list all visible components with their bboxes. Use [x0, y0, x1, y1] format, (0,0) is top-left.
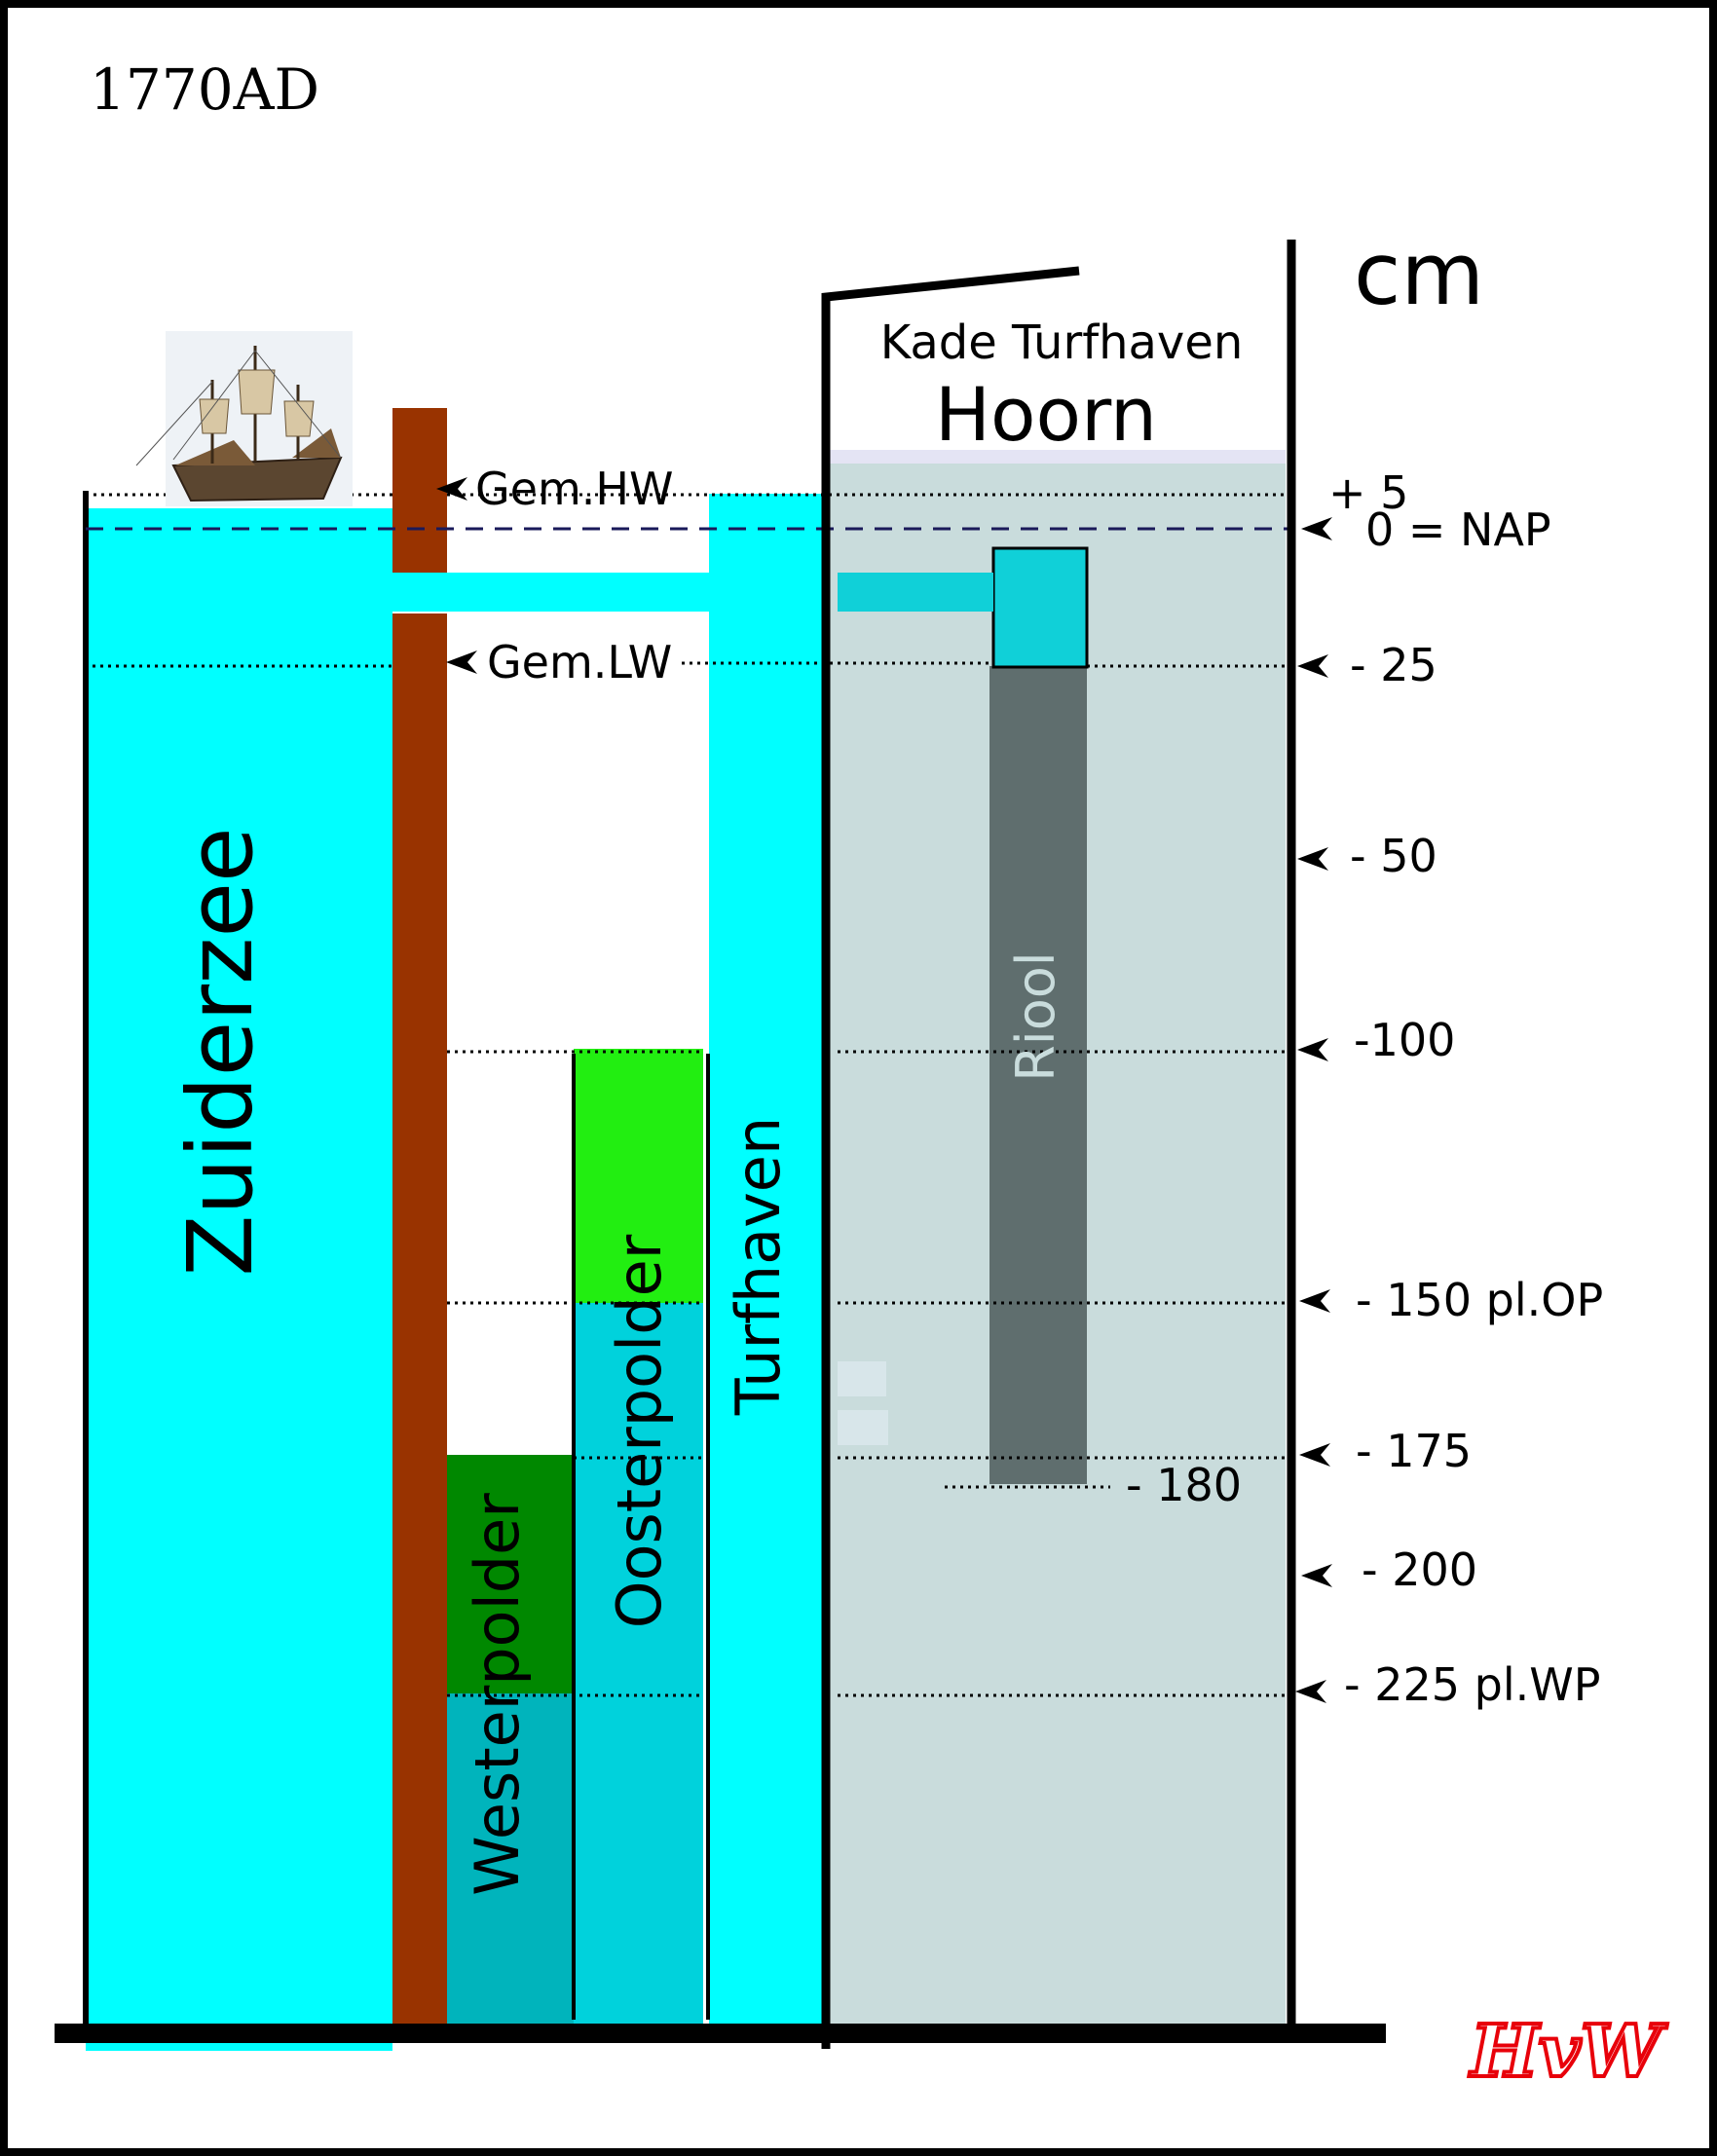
unit-label: cm — [1354, 224, 1484, 324]
scale-label-nap: 0 = NAP — [1365, 503, 1551, 556]
quay-detail — [838, 1361, 886, 1396]
riool-label: Riool — [1005, 951, 1066, 1082]
header-line2: Hoorn — [935, 371, 1157, 458]
westerpolder-water — [447, 1693, 574, 2026]
arrow-icon — [1299, 1289, 1330, 1313]
scale-label-minus100: -100 — [1354, 1014, 1455, 1066]
level-arrows — [436, 477, 1332, 1703]
arrow-icon — [1301, 1564, 1332, 1587]
westerpolder-field — [447, 1455, 574, 1693]
arrow-icon — [1297, 654, 1328, 678]
arrow-icon — [436, 477, 467, 501]
scale-labels: + 5 0 = NAP - 25 - 50 -100 - 150 pl.OP -… — [1328, 466, 1603, 1711]
westerpolder-label: Westerpolder — [462, 1493, 533, 1896]
sewer-inlet — [991, 546, 1089, 669]
scale-label-plus5: + 5 — [1328, 466, 1408, 519]
sewer-pipe — [989, 666, 1087, 1484]
scale-label-minus225: - 225 pl.WP — [1344, 1658, 1600, 1711]
scale-label-minus150: - 150 pl.OP — [1356, 1274, 1603, 1326]
arrow-icon — [446, 651, 477, 674]
scale-label-minus50: - 50 — [1350, 830, 1437, 882]
arrow-icon — [1297, 847, 1328, 871]
ship-illustration — [135, 331, 353, 506]
culvert-water — [392, 573, 709, 612]
zuiderzee-water — [86, 508, 392, 2051]
arrow-icon — [1295, 1680, 1326, 1703]
high-water-label: Gem.HW — [475, 463, 673, 515]
oosterpolder-field — [574, 1049, 703, 1303]
quay-outline — [821, 266, 1080, 2049]
sewer-channel — [838, 573, 993, 612]
scale-label-minus200: - 200 — [1362, 1543, 1477, 1596]
dike-upper — [392, 408, 447, 573]
arrow-icon — [1301, 517, 1332, 540]
oosterpolder-water — [574, 1303, 703, 2026]
arrow-icon — [1297, 1038, 1328, 1061]
year-label: 1770AD — [90, 56, 319, 123]
turfhaven-label: Turfhaven — [723, 1117, 794, 1417]
signature-logo: HvW — [1469, 2010, 1668, 2094]
sewer-depth-label: - 180 — [1126, 1459, 1242, 1511]
turfhaven-water — [709, 494, 824, 2026]
level-lines — [86, 493, 1286, 1697]
oosterpolder-label: Oosterpolder — [604, 1234, 675, 1628]
quay-top-edge — [828, 450, 1286, 464]
scale-label-minus25: - 25 — [1350, 639, 1437, 691]
arrow-icon — [1299, 1443, 1330, 1467]
low-water-label: Gem.LW — [487, 636, 672, 688]
dike-lower — [392, 613, 447, 2026]
header-line1: Kade Turfhaven — [880, 316, 1244, 370]
zuiderzee-label: Zuiderzee — [168, 827, 273, 1276]
scale-label-minus175: - 175 — [1356, 1425, 1472, 1477]
quay-detail — [838, 1410, 888, 1445]
